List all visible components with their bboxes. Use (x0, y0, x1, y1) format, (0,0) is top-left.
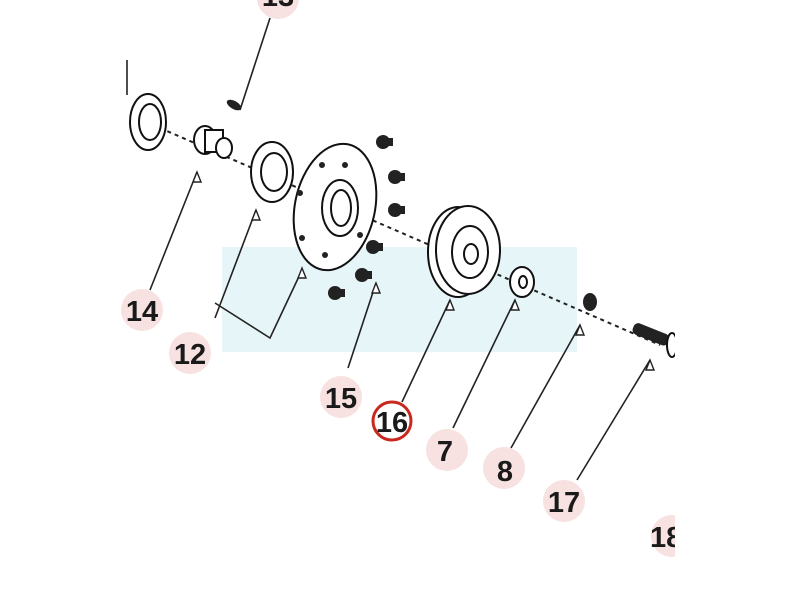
leader-lines (149, 17, 656, 481)
pulley-part-16 (427, 205, 501, 298)
callout-14[interactable]: 14 (121, 289, 163, 331)
flange-plate-part-12 (292, 142, 378, 272)
callout-label: 12 (174, 339, 206, 371)
callout-17[interactable]: 17 (543, 480, 585, 522)
callout-label: 17 (548, 487, 580, 519)
nut-part-8 (583, 293, 597, 311)
callout-12[interactable]: 12 (169, 332, 211, 374)
assembly-axis (159, 127, 661, 346)
washer-part-7 (509, 266, 535, 298)
bolts-part-15 (328, 135, 405, 300)
pin-part-13 (226, 99, 242, 111)
callout-8[interactable]: 8 (483, 447, 525, 489)
right-margin (675, 0, 800, 600)
callout-13[interactable]: 13 (257, 0, 299, 19)
callout-16-highlighted[interactable]: 16 (371, 400, 413, 442)
callout-15[interactable]: 15 (320, 376, 362, 418)
bolt-part-17 (632, 323, 678, 358)
callout-label: 16 (376, 407, 408, 439)
callout-label: 15 (325, 383, 357, 415)
seal-part-14a (129, 93, 167, 151)
callout-label: 13 (262, 0, 294, 13)
seal-part-12a (250, 141, 294, 203)
bushing-part-14 (193, 125, 233, 159)
callout-label: 7 (437, 436, 453, 468)
callout-label: 14 (126, 296, 158, 328)
callout-label: 8 (497, 456, 513, 488)
watermark-band (222, 247, 577, 352)
callout-7[interactable]: 7 (426, 429, 468, 471)
